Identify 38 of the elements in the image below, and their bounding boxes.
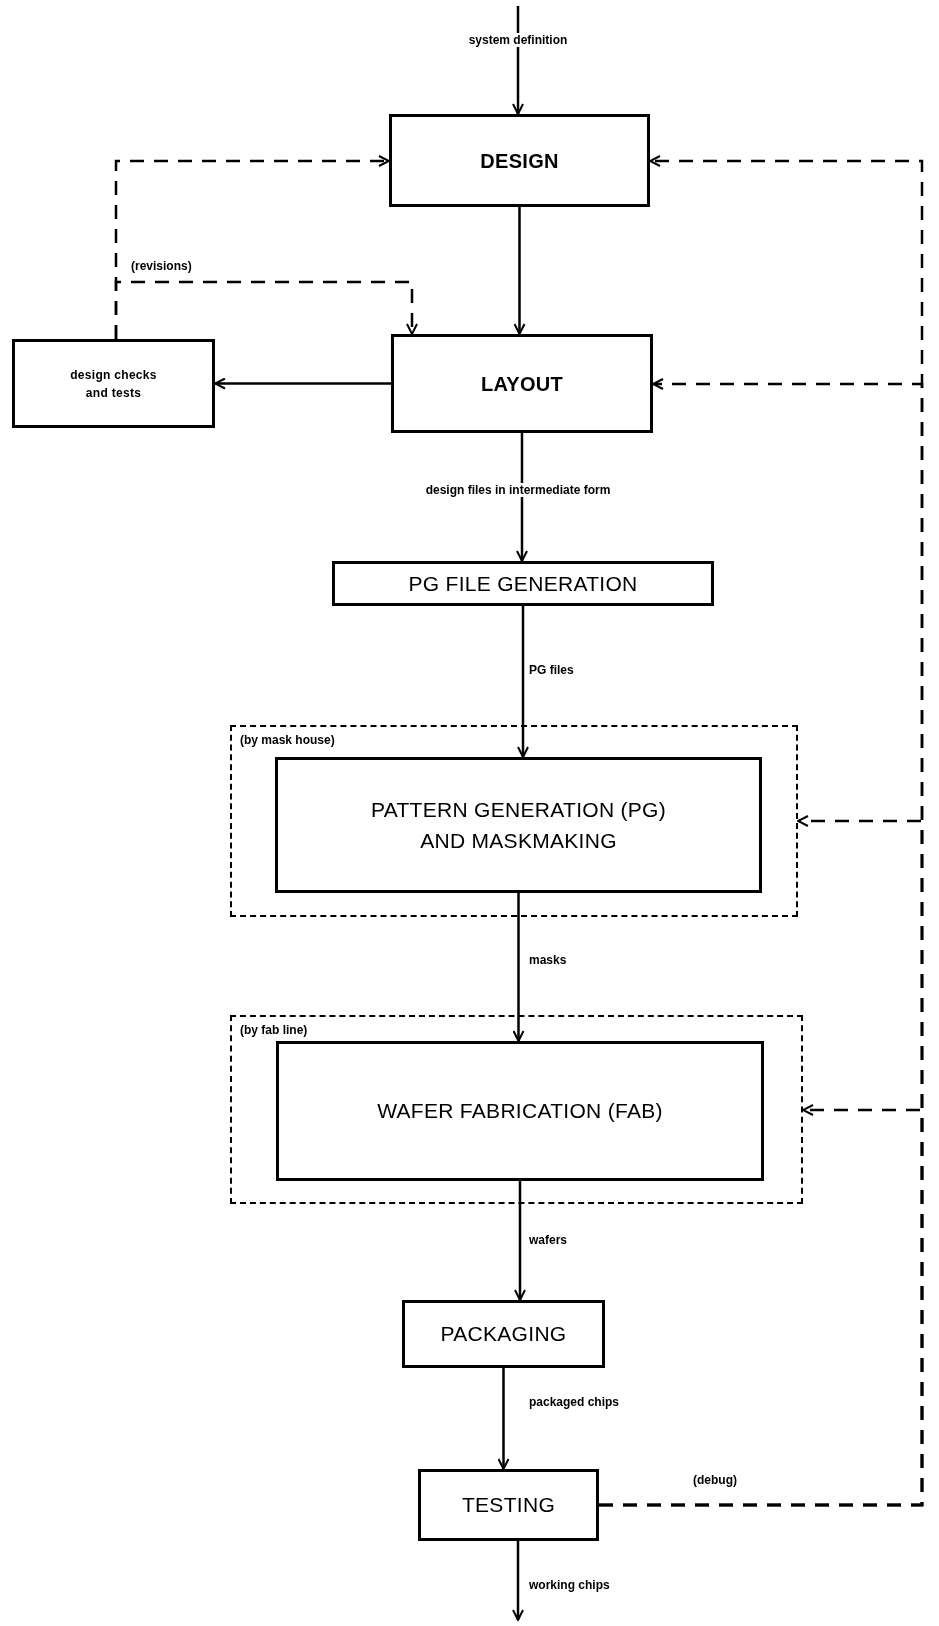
edge-label: PG files	[528, 663, 575, 677]
dashed-group-box	[230, 725, 798, 917]
dashed-arrow	[599, 1104, 924, 1507]
process-box	[276, 1041, 764, 1181]
box-label: PACKAGING	[440, 1321, 567, 1348]
group-label: (by mask house)	[240, 733, 335, 747]
process-box	[332, 561, 714, 606]
process-box	[12, 339, 215, 428]
arrow	[512, 1541, 524, 1621]
box-label: PG FILE GENERATION	[408, 570, 638, 597]
arrow	[514, 1181, 526, 1301]
edge-label: wafers	[528, 1233, 569, 1247]
arrow	[516, 433, 528, 562]
box-label: PATTERN GENERATION (PG) AND MASKMAKING	[369, 796, 668, 854]
arrow	[214, 377, 391, 390]
edge-label: (revisions)	[130, 259, 193, 273]
box-label: TESTING	[461, 1492, 556, 1519]
dashed-group-box	[230, 1015, 803, 1204]
arrow	[512, 6, 524, 115]
process-box	[402, 1300, 605, 1368]
edge-label: masks	[528, 953, 568, 967]
group-label: (by fab line)	[240, 1023, 308, 1037]
box-label: LAYOUT	[480, 371, 564, 397]
edge-label: (debug)	[692, 1473, 738, 1487]
edge-label: working chips	[528, 1578, 611, 1592]
process-box	[391, 334, 653, 433]
arrow	[512, 893, 525, 1042]
box-label: WAFER FABRICATION (FAB)	[377, 1098, 663, 1125]
arrow	[517, 606, 529, 758]
dashed-arrow	[114, 280, 418, 339]
process-box	[275, 757, 762, 893]
box-label: DESIGN	[480, 148, 559, 174]
arrow	[513, 207, 526, 335]
edge-label: packaged chips	[528, 1395, 621, 1409]
process-box	[389, 114, 650, 207]
arrow	[497, 1368, 510, 1470]
process-box	[418, 1469, 599, 1541]
box-label: design checks and tests	[69, 366, 158, 402]
